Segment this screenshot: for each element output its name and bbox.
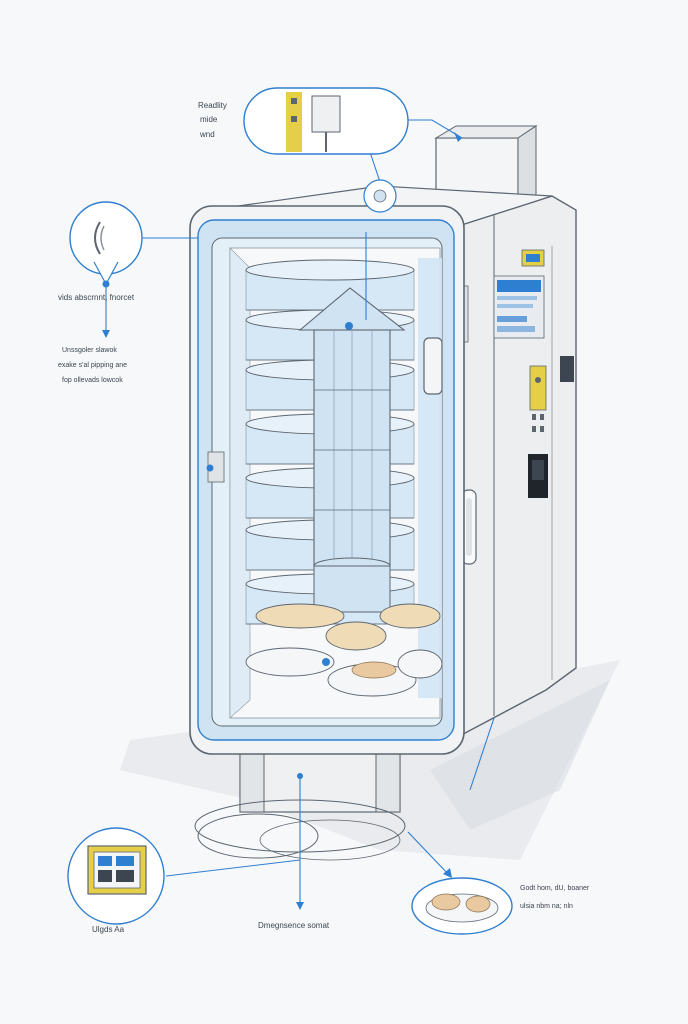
left-detail-bubble xyxy=(69,201,143,288)
left-callout-line-1: Unssgoler slawok xyxy=(62,347,117,354)
food-tray-icon xyxy=(425,893,499,923)
bottom-left-label: Ulgds Aa xyxy=(92,925,125,934)
top-label-line-3: wnd xyxy=(199,130,215,139)
left-callout-line-3: fop ollevads lowcok xyxy=(62,377,123,384)
fan-blade-icon xyxy=(94,221,110,288)
bottom-right-label-line-2: ulsia nbm na; nln xyxy=(520,903,573,910)
bottom-right-label-line-1: Godt hom, dU, boaner xyxy=(520,885,590,892)
front-handle xyxy=(206,337,443,483)
callout-arrowheads xyxy=(102,132,462,910)
top-label-line-2: mide xyxy=(200,115,218,124)
central-tower xyxy=(298,287,406,613)
control-screen-icon xyxy=(87,845,147,895)
callout-lines xyxy=(105,119,495,908)
bottom-right-detail-bubble xyxy=(411,877,513,935)
bottom-center-label: Dmegnsence somat xyxy=(258,921,330,930)
top-label-line-1: Readlity xyxy=(198,101,227,110)
left-callout-line-2: exake s'al pipping ane xyxy=(58,362,127,369)
top-detail-bubble xyxy=(243,87,409,213)
left-callout-title: vids abscrnnt, fnorcet xyxy=(58,293,135,302)
sensor-probe-icon xyxy=(286,92,341,152)
callout-labels: Readlity mide wnd vids abscrnnt, fnorcet… xyxy=(58,101,590,934)
rack-ring xyxy=(245,259,415,311)
food-trays xyxy=(245,603,443,697)
bottom-left-detail-bubble xyxy=(67,827,165,925)
